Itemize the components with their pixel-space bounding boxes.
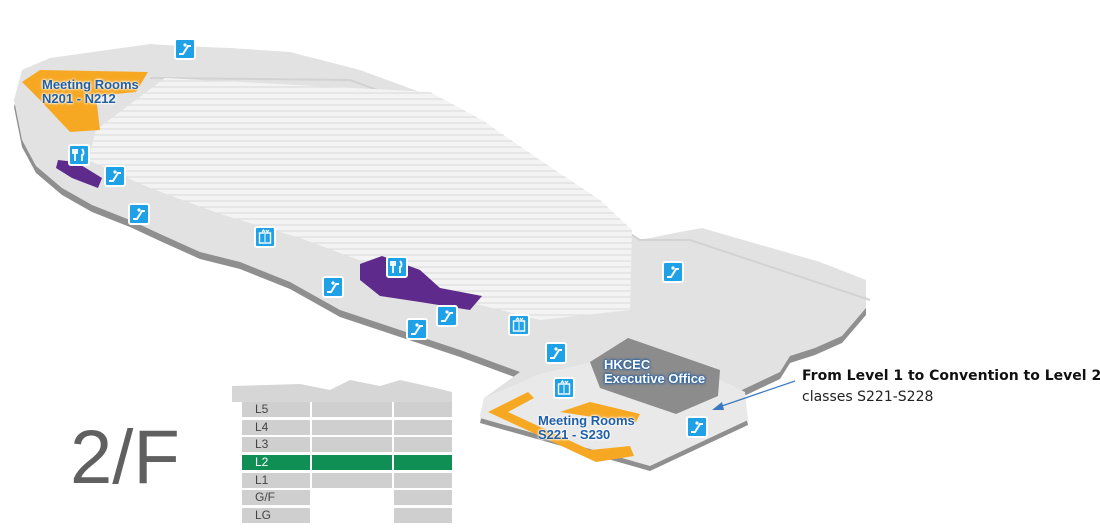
level-segment [242,437,310,453]
level-building-silhouette [232,380,452,402]
floor-name: 2/F [70,415,180,500]
meeting-rooms-north-line2: N201 - N212 [42,91,116,106]
escalator-icon[interactable] [406,318,428,340]
escalator-icon[interactable] [174,38,196,60]
level-row-gf[interactable]: G/F [242,490,452,506]
level-label: L4 [255,419,269,434]
exhibition-hall-area [88,78,632,320]
restaurant-area-west [56,160,102,188]
level-label: L2 [255,455,269,470]
level-segment [242,402,310,417]
level-segment [312,472,392,488]
level-segment [312,455,392,471]
level-segment [394,419,452,435]
level-label: L3 [255,437,269,452]
level-segment [312,402,392,417]
level-label: L5 [255,402,269,416]
escalator-icon[interactable] [128,203,150,225]
level-label: G/F [255,490,275,505]
level-segment [394,402,452,417]
restaurant-icon[interactable] [68,144,90,166]
level-label: LG [255,508,272,523]
meeting-rooms-north-label: Meeting Rooms N201 - N212 [42,78,139,106]
meeting-rooms-south-area [488,392,634,462]
level-segment [312,437,392,453]
lift-icon[interactable] [508,314,530,336]
level-segment [394,490,452,506]
level-segment [394,455,452,471]
escalator-icon[interactable] [322,276,344,298]
level-row-l4[interactable]: L4 [242,419,452,435]
level-segment [242,419,310,435]
meeting-rooms-south-line1: Meeting Rooms [538,413,635,428]
level-segment [242,455,310,471]
escalator-icon[interactable] [436,305,458,327]
meeting-rooms-north-line1: Meeting Rooms [42,77,139,92]
level-row-l1[interactable]: L1 [242,472,452,488]
level-row-l2[interactable]: L2 [242,455,452,471]
escalator-icon[interactable] [104,165,126,187]
restaurant-icon[interactable] [386,256,408,278]
annotation-arrowhead [712,402,724,410]
executive-office-area [590,338,720,414]
executive-office-label: HKCEC Executive Office [604,358,705,386]
lift-icon[interactable] [254,226,276,248]
annotation-subtitle: classes S221-S228 [802,389,934,405]
executive-office-line1: HKCEC [604,357,651,372]
meeting-rooms-south-label: Meeting Rooms S221 - S230 [538,414,635,442]
level-segment [242,472,310,488]
annotation-arrow-line [715,380,796,409]
level-segment [394,437,452,453]
escalator-icon[interactable] [545,342,567,364]
level-segment [394,472,452,488]
level-segment [394,508,452,524]
escalator-icon[interactable] [662,261,684,283]
meeting-rooms-south-line2: S221 - S230 [538,427,611,442]
level-label: L1 [255,472,269,487]
annotation-title: From Level 1 to Convention to Level 2 [802,368,1100,384]
level-row-lg[interactable]: LG [242,508,452,524]
level-segment [312,419,392,435]
escalator-icon[interactable] [686,416,708,438]
executive-office-line2: Executive Office [604,371,706,386]
level-row-l5[interactable]: L5 [242,402,452,417]
meeting-rooms-north-area [22,70,148,132]
level-row-l3[interactable]: L3 [242,437,452,453]
lift-icon[interactable] [553,377,575,399]
level-segment [242,490,310,506]
meeting-rooms-south-area-2 [560,402,640,422]
level-segment [242,508,310,524]
